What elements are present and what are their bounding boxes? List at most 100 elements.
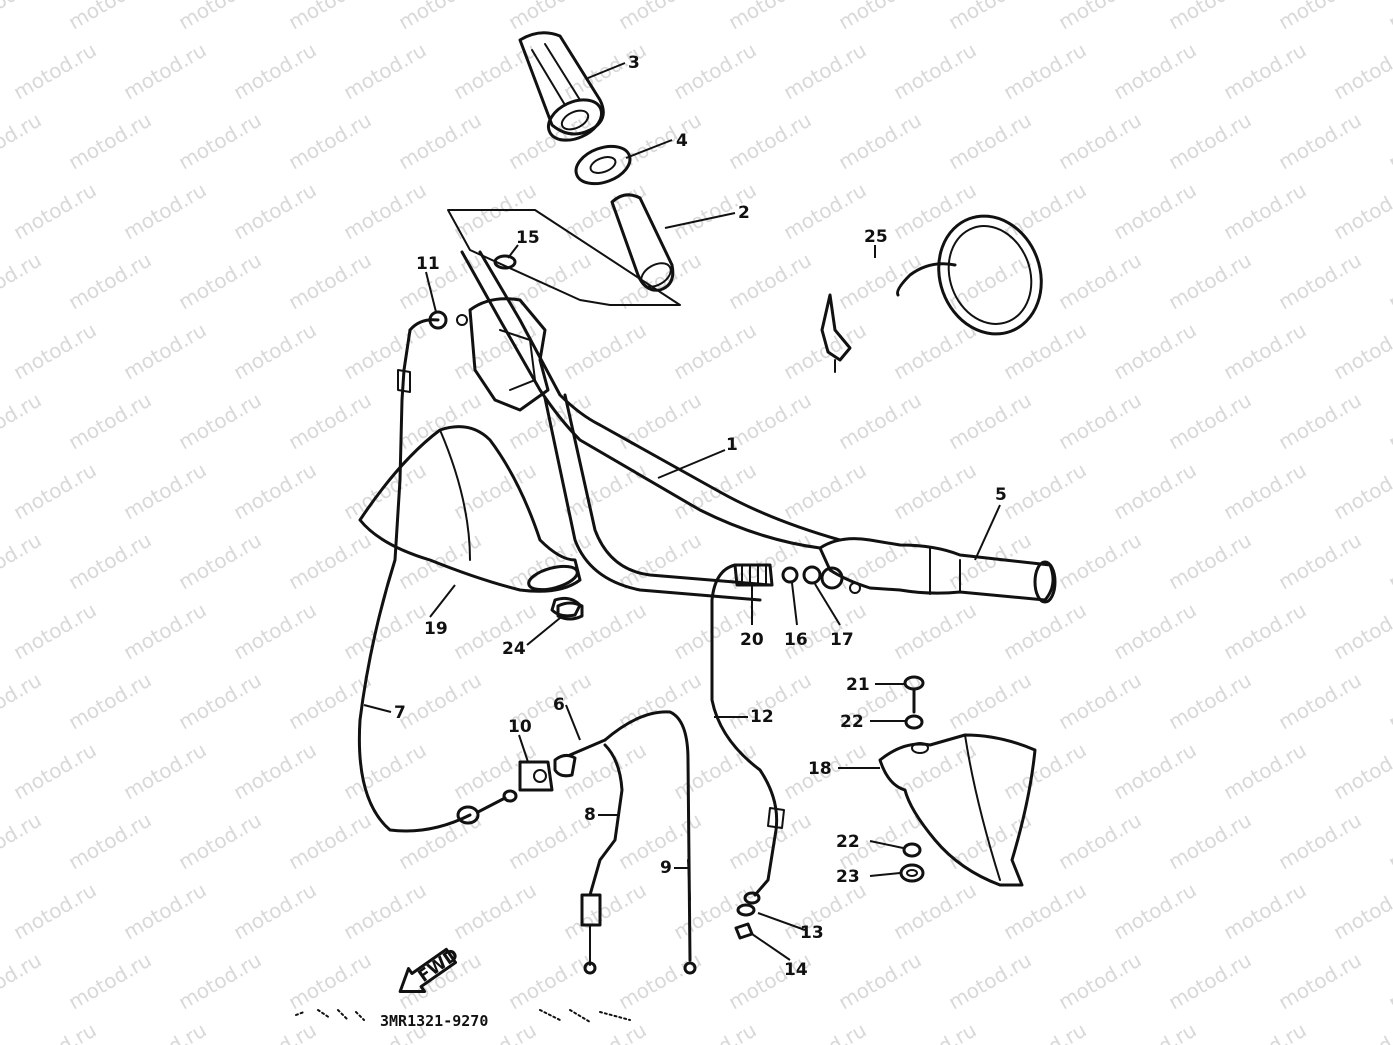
watermark-text: motod.ru — [999, 458, 1090, 525]
part-mirror-25 — [820, 214, 1043, 373]
watermark-text: motod.ru — [64, 808, 155, 875]
part-handlebar-1 — [460, 250, 842, 602]
watermark-text: motod.ru — [174, 388, 265, 455]
watermark-text: motod.ru — [889, 178, 980, 245]
watermark-text: motod.ru — [1274, 948, 1365, 1015]
watermark-text: motod.ru — [9, 178, 100, 245]
callout-23: 23 — [836, 867, 860, 887]
watermark-text: motod.ru — [999, 878, 1090, 945]
watermark-text: motod.ru — [229, 598, 320, 665]
watermark-text: motod.ru — [1329, 598, 1393, 665]
watermark-text: motod.ru — [284, 808, 375, 875]
watermark-text: motod.ru — [1054, 108, 1145, 175]
watermark-text: motod.ru — [9, 458, 100, 525]
watermark-text: motod.ru — [174, 528, 265, 595]
watermark-text: motod.ru — [779, 318, 870, 385]
callout-9: 9 — [660, 858, 672, 878]
callout-16: 16 — [784, 630, 808, 650]
watermark-text: motod.ru — [9, 598, 100, 665]
watermark-text: motod.ru — [559, 318, 650, 385]
watermark-text: motod.ru — [1054, 0, 1145, 34]
watermark-text: motod.ru — [889, 598, 980, 665]
watermark-text: motod.ru — [394, 248, 485, 315]
callout-25: 25 — [864, 227, 888, 247]
watermark-text: motod.ru — [999, 738, 1090, 805]
part-washer-22-top — [904, 714, 924, 730]
watermark-text: motod.ru — [284, 948, 375, 1015]
watermark-text: motod.ru — [1274, 808, 1365, 875]
part-adjuster-20-16-17 — [733, 563, 822, 587]
watermark-text: motod.ru — [0, 808, 46, 875]
watermark-text: motod.ru — [504, 0, 595, 34]
watermark-text: motod.ru — [504, 948, 595, 1015]
callout-3: 3 — [628, 53, 640, 73]
watermark-text: motod.ru — [229, 738, 320, 805]
watermark-text: motod.ru — [944, 808, 1035, 875]
watermark-text: motod.ru — [504, 808, 595, 875]
watermark-text: motod.ru — [1384, 0, 1393, 34]
watermark-text: motod.ru — [889, 1018, 980, 1045]
watermark-text: motod.ru — [1329, 458, 1393, 525]
watermark-text: motod.ru — [119, 738, 210, 805]
group-bracket — [447, 209, 681, 306]
watermark-text: motod.ru — [174, 108, 265, 175]
watermark-text: motod.ru — [1329, 318, 1393, 385]
watermark-text: motod.ru — [834, 388, 925, 455]
watermark-text: motod.ru — [889, 878, 980, 945]
watermark-text: motod.ru — [559, 458, 650, 525]
part-washer-4 — [574, 144, 632, 186]
watermark-text: motod.ru — [1329, 878, 1393, 945]
callout-8: 8 — [584, 805, 596, 825]
watermark-text: motod.ru — [1219, 38, 1310, 105]
watermark-text: motod.ru — [0, 948, 46, 1015]
watermark-text: motod.ru — [119, 318, 210, 385]
part-right-grip-5 — [818, 537, 1057, 604]
watermark-text: motod.ru — [1219, 318, 1310, 385]
watermark-text: motod.ru — [449, 458, 540, 525]
watermark-text: motod.ru — [1274, 388, 1365, 455]
part-left-lever-assembly — [428, 254, 550, 412]
watermark-text: motod.ru — [834, 248, 925, 315]
watermark-text: motod.ru — [1384, 808, 1393, 875]
watermark-text: motod.ru — [1274, 108, 1365, 175]
watermark-text: motod.ru — [9, 738, 100, 805]
watermark-text: motod.ru — [1274, 0, 1365, 34]
watermark-text: motod.ru — [174, 668, 265, 735]
watermark-text: motod.ru — [284, 108, 375, 175]
part-grip-3 — [518, 31, 605, 142]
watermark-text: motod.ru — [229, 878, 320, 945]
diagram-code: 3MR1321-9270 — [380, 1012, 488, 1030]
watermark-text: motod.ru — [1329, 1018, 1393, 1045]
watermark-text: motod.ru — [669, 38, 760, 105]
callout-7: 7 — [394, 703, 406, 723]
watermark-text: motod.ru — [449, 738, 540, 805]
watermark-text: motod.ru — [64, 948, 155, 1015]
watermark-text: motod.ru — [1274, 528, 1365, 595]
callout-15: 15 — [516, 228, 540, 248]
cable-12 — [710, 563, 779, 897]
watermark-text: motod.ru — [1054, 248, 1145, 315]
watermark-text: motod.ru — [1164, 808, 1255, 875]
watermark-text: motod.ru — [1054, 948, 1145, 1015]
watermark-text: motod.ru — [889, 458, 980, 525]
watermark-text: motod.ru — [229, 178, 320, 245]
watermark-text: motod.ru — [614, 948, 705, 1015]
callout-2: 2 — [738, 203, 750, 223]
watermark-text: motod.ru — [229, 38, 320, 105]
watermark-text: motod.ru — [449, 38, 540, 105]
watermark-text: motod.ru — [1219, 458, 1310, 525]
watermark-text: motod.ru — [449, 318, 540, 385]
callout-11: 11 — [416, 254, 440, 274]
watermark-text: motod.ru — [889, 38, 980, 105]
watermark-text: motod.ru — [999, 178, 1090, 245]
part-washer-22-bottom — [902, 842, 922, 858]
watermark-text: motod.ru — [1329, 38, 1393, 105]
callout-22a: 22 — [840, 712, 864, 732]
watermark-text: motod.ru — [1219, 598, 1310, 665]
watermark-text: motod.ru — [119, 598, 210, 665]
watermark-text: motod.ru — [559, 878, 650, 945]
watermark-text: motod.ru — [1219, 178, 1310, 245]
watermark-text: motod.ru — [1164, 248, 1255, 315]
